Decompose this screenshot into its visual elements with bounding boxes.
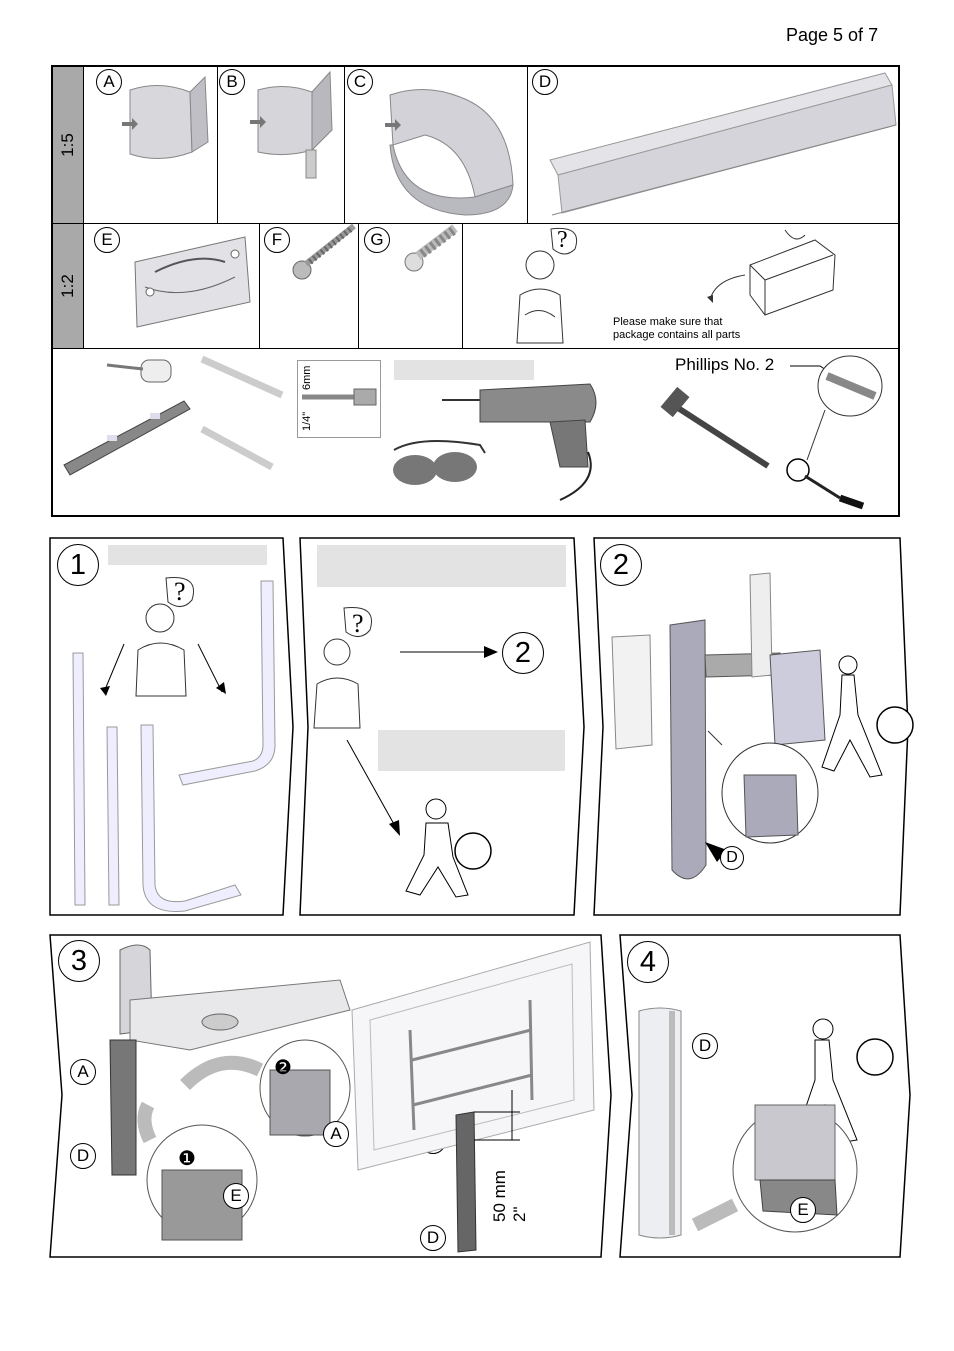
page-number: Page 5 of 7 bbox=[786, 25, 879, 45]
step4-number: 4 bbox=[627, 941, 669, 983]
part-label-a: A bbox=[96, 69, 122, 95]
step2-number: 2 bbox=[600, 544, 642, 586]
drill-bit-icon bbox=[302, 388, 377, 406]
part-label-f: F bbox=[264, 227, 290, 253]
step3-tv-back-image bbox=[351, 941, 595, 1253]
step3-number: 3 bbox=[58, 940, 100, 982]
step2-mount-assembly-image bbox=[611, 572, 914, 880]
package-box-image bbox=[707, 229, 836, 316]
part-label-d: D bbox=[532, 69, 558, 95]
step1b-arrow-right bbox=[400, 646, 498, 658]
pencil-2-icon bbox=[200, 425, 274, 471]
hammer-icon bbox=[660, 386, 770, 469]
step2-callout-d: D bbox=[720, 846, 744, 870]
step3-dimension-in: 2" bbox=[510, 1206, 529, 1223]
parts-table: 1:5 1:2 bbox=[51, 65, 900, 517]
package-check-note: Please make sure that package contains a… bbox=[613, 316, 741, 341]
part-f-screw-image bbox=[292, 223, 356, 280]
step4-callout-d: D bbox=[692, 1033, 718, 1059]
step3-callout-a-1: A bbox=[70, 1059, 96, 1085]
step3-sub1: ❶ bbox=[178, 1148, 196, 1170]
part-g-anchor-image bbox=[404, 224, 458, 272]
step1b-walking-man-icon bbox=[405, 798, 492, 898]
step1b-caption-box-top bbox=[317, 545, 566, 587]
step3-arm-assembly-image bbox=[109, 944, 351, 1241]
step3-callout-e: E bbox=[223, 1183, 249, 1209]
step1-number: 1 bbox=[57, 544, 99, 586]
step3-callout-d-2: D bbox=[420, 1225, 446, 1251]
part-e-wall-bracket-image bbox=[134, 236, 251, 328]
step2-callout-pointer bbox=[705, 842, 727, 862]
step1b-goto-step2: 2 bbox=[502, 632, 544, 674]
scale-row2: 1:2 bbox=[53, 224, 84, 348]
scale-row1: 1:5 bbox=[53, 67, 84, 223]
step3-sub2: ❷ bbox=[274, 1057, 292, 1079]
part-c-elbow-image bbox=[385, 88, 514, 216]
part-label-e: E bbox=[94, 227, 120, 253]
svg-text:?: ? bbox=[352, 609, 364, 638]
step4-callout-e: E bbox=[790, 1197, 816, 1223]
thinking-man-image: ? bbox=[516, 227, 577, 344]
pencil-icon bbox=[200, 355, 284, 399]
screwdriver-label: Phillips No. 2 bbox=[675, 355, 775, 374]
part-d-channel-image bbox=[549, 72, 897, 216]
part-label-c: C bbox=[347, 69, 373, 95]
step1b-arrow-down bbox=[346, 739, 400, 836]
step4-column-image bbox=[638, 1007, 894, 1239]
part-a-end-cap-image bbox=[122, 75, 209, 160]
spirit-level-icon bbox=[63, 400, 191, 476]
step1-caption-box bbox=[108, 545, 267, 565]
step1-thinking-man-image: ? bbox=[100, 576, 226, 697]
svg-text:?: ? bbox=[557, 227, 568, 253]
part-label-b: B bbox=[219, 69, 245, 95]
drill-caption-box bbox=[394, 360, 534, 380]
tape-measure-icon bbox=[106, 359, 172, 383]
step3-dimension-mm: 50 mm bbox=[490, 1170, 509, 1222]
part-b-connector-image bbox=[250, 70, 333, 179]
step1b-thinking-man-image: ? bbox=[313, 606, 372, 729]
part-label-g: G bbox=[364, 227, 390, 253]
step1b-caption-box-bottom bbox=[378, 730, 565, 771]
safety-glasses-icon bbox=[393, 440, 486, 485]
step1-channel-options-image bbox=[72, 580, 276, 912]
svg-text:?: ? bbox=[174, 577, 186, 606]
power-drill-icon bbox=[442, 383, 597, 501]
step3-callout-a-2: A bbox=[323, 1121, 349, 1147]
screwdriver-zoom-icon bbox=[786, 355, 883, 510]
step3-callout-d-1: D bbox=[70, 1143, 96, 1169]
